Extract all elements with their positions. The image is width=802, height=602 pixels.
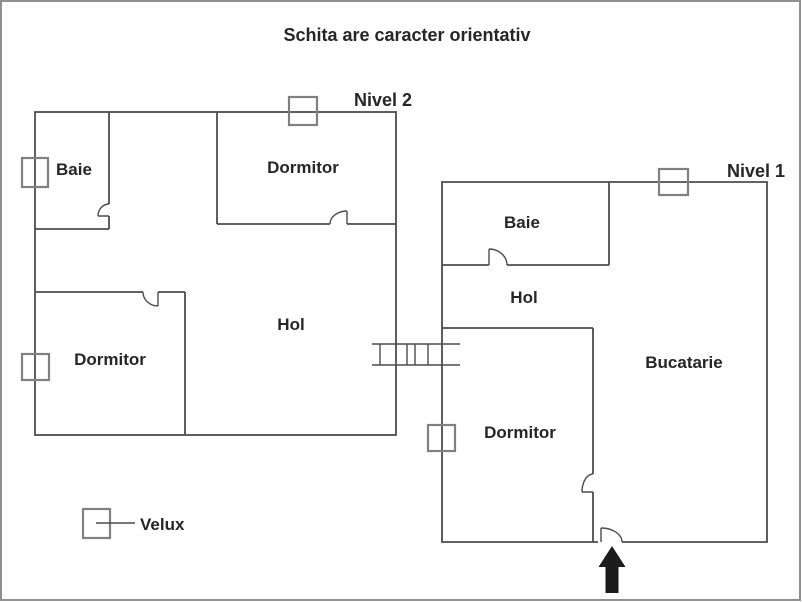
room-label-dormitor: Dormitor <box>74 350 146 369</box>
velux-window-icon <box>20 352 51 382</box>
nivel2-dormitor-bottom-walls <box>35 291 186 435</box>
room-label-dormitor: Dormitor <box>484 423 556 442</box>
entrance-arrow-icon <box>598 546 626 593</box>
door-swing-icon <box>488 248 508 266</box>
velux-window-icon <box>657 167 690 197</box>
legend-label: Velux <box>140 515 185 534</box>
room-label-hol: Hol <box>277 315 304 334</box>
door-swing-icon <box>142 291 159 307</box>
velux-window-icon <box>426 423 457 453</box>
door-swing-icon <box>97 203 110 217</box>
stairs-icon <box>372 343 460 366</box>
stairs-hatching <box>372 343 460 366</box>
legend: Velux <box>81 507 185 540</box>
nivel1-plan: Nivel 1 Baie Hol Bucatarie Dormitor <box>426 161 785 543</box>
room-label-bucatarie: Bucatarie <box>645 353 722 372</box>
door-swing-icon <box>329 210 348 225</box>
nivel1-label: Nivel 1 <box>727 161 785 181</box>
room-label-baie: Baie <box>504 213 540 232</box>
nivel2-baie-walls <box>35 112 110 230</box>
nivel2-outer-walls <box>34 111 397 436</box>
room-label-hol: Hol <box>510 288 537 307</box>
nivel1-baie-walls <box>442 182 610 266</box>
sketch-title: Schita are caracter orientativ <box>283 25 530 45</box>
nivel1-outer-walls <box>441 181 768 543</box>
entrance-door-swing-icon <box>600 527 623 543</box>
velux-window-icon <box>20 156 50 189</box>
velux-window-icon <box>287 95 319 127</box>
nivel2-plan: Nivel 2 Baie Dormitor Hol Dormitor <box>20 90 412 436</box>
room-label-baie: Baie <box>56 160 92 179</box>
door-swing-icon <box>581 473 594 493</box>
nivel2-label: Nivel 2 <box>354 90 412 110</box>
room-label-dormitor: Dormitor <box>267 158 339 177</box>
nivel1-dormitor-walls <box>442 327 594 542</box>
